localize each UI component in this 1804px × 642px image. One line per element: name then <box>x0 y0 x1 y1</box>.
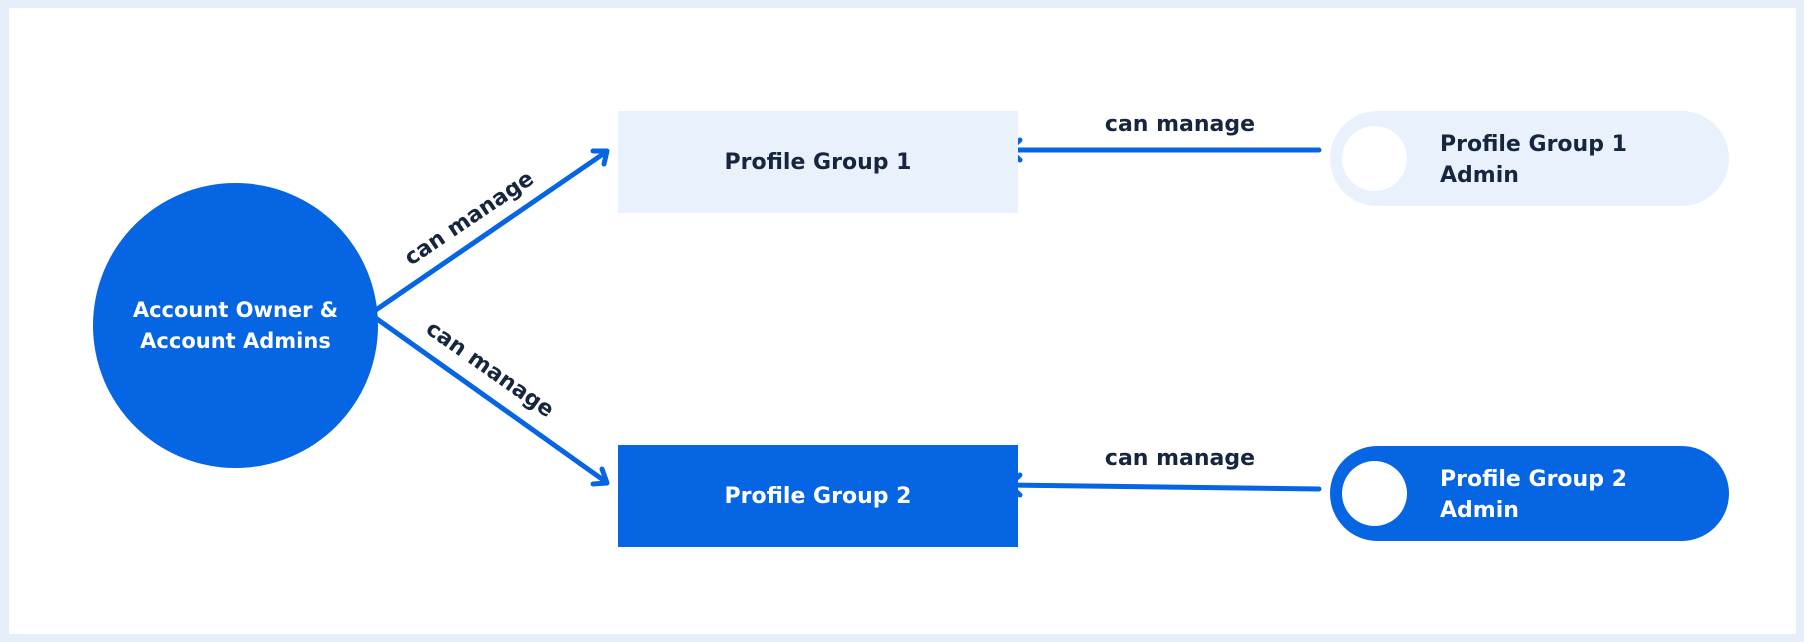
profile-group-2-node: Profile Group 2 <box>618 445 1018 547</box>
admin2-to-group2-label: can manage <box>1105 446 1255 471</box>
avatar <box>1342 126 1407 191</box>
profile-group-1-admin-node: Profile Group 1 Admin <box>1330 111 1729 206</box>
admin2-to-group2-arrow <box>1007 482 1322 492</box>
profile-group-2-admin-node: Profile Group 2 Admin <box>1330 446 1729 541</box>
owner-to-group2-arrow <box>367 311 609 485</box>
owner-to-group2-label: can manage <box>421 316 558 423</box>
account-owner-node: Account Owner & Account Admins <box>93 183 378 468</box>
owner-to-group1-arrowhead <box>590 148 610 167</box>
account-owner-label: Account Owner & Account Admins <box>132 297 339 353</box>
profile-group-1-node: Profile Group 1 <box>618 111 1018 213</box>
connector-layer: can manage can manage can manage can man… <box>367 112 1322 498</box>
profile-group-1-admin-label: Profile Group 1 Admin <box>1440 132 1627 188</box>
diagram-canvas: can manage can manage can manage can man… <box>9 8 1796 634</box>
owner-to-group1-label: can manage <box>400 166 538 271</box>
avatar <box>1342 461 1407 526</box>
profile-group-1-label: Profile Group 1 <box>724 149 912 175</box>
admin1-to-group1-label: can manage <box>1105 112 1255 137</box>
owner-to-group1-arrow <box>367 149 609 317</box>
owner-to-group2-arrowhead <box>590 466 610 487</box>
profile-group-2-admin-label: Profile Group 2 Admin <box>1440 467 1627 523</box>
profile-group-2-label: Profile Group 2 <box>724 483 912 509</box>
